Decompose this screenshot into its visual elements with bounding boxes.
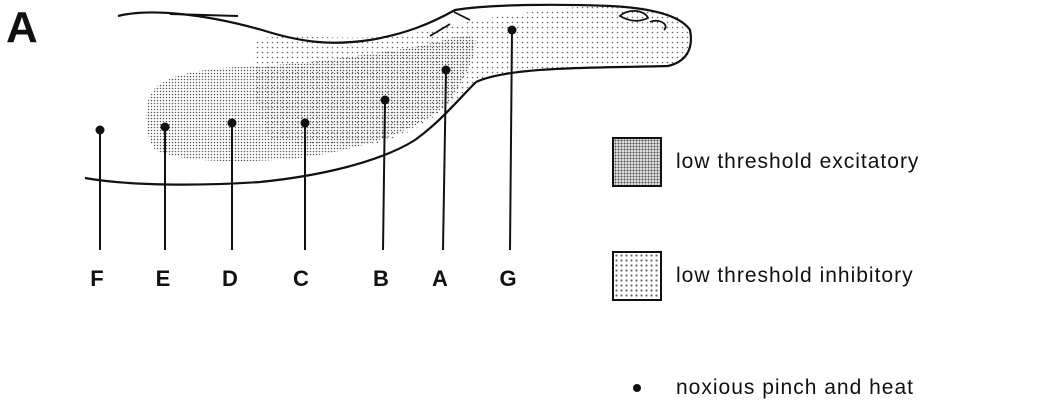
site-label-a: A [425,268,455,290]
legend-dot-wrap [612,384,662,392]
noxious-site-dot [96,126,105,135]
noxious-site-dot [161,123,170,132]
site-label-e: E [148,268,178,290]
noxious-site-dot [381,96,390,105]
site-label-d: D [215,268,245,290]
background-stroke [170,14,238,16]
noxious-site-dot [508,26,517,35]
legend-excitatory: low threshold excitatory [612,137,919,187]
site-label-c: C [286,268,316,290]
legend-inhibitory-label: low threshold inhibitory [676,264,914,288]
noxious-site-dot [228,119,237,128]
noxious-dot-icon [633,384,641,392]
site-label-g: G [493,268,523,290]
site-label-b: B [366,268,396,290]
inhibitory-swatch [612,251,662,301]
excitatory-swatch [612,137,662,187]
legend-noxious: noxious pinch and heat [612,376,914,400]
noxious-site-dot [301,119,310,128]
legend-inhibitory: low threshold inhibitory [612,251,914,301]
noxious-site-dot [442,66,451,75]
site-label-f: F [82,268,112,290]
legend-noxious-label: noxious pinch and heat [676,376,914,400]
legend-excitatory-label: low threshold excitatory [676,150,919,174]
